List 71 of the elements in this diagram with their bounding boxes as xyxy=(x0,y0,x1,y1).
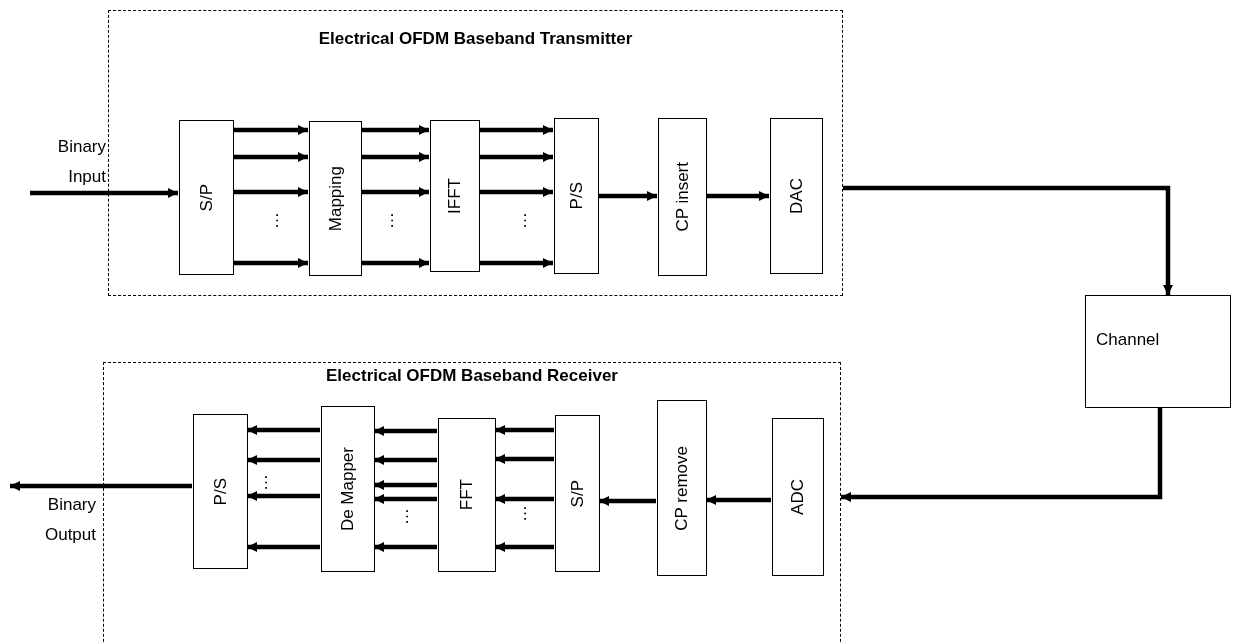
arrow xyxy=(361,258,429,268)
arrow xyxy=(374,494,437,504)
block-label: FFT xyxy=(457,479,477,511)
arrow xyxy=(30,188,178,198)
process-block xyxy=(555,415,600,572)
arrow xyxy=(479,152,553,162)
arrow xyxy=(706,495,771,505)
arrow xyxy=(599,496,656,506)
process-block xyxy=(438,418,496,572)
arrow xyxy=(495,454,554,464)
arrow xyxy=(706,191,769,201)
process-block xyxy=(321,406,375,572)
group-title: Electrical OFDM Baseband Receiver xyxy=(325,366,619,386)
process-block xyxy=(179,120,234,275)
block-label: De Mapper xyxy=(338,446,358,532)
channel-box xyxy=(1085,295,1231,408)
block-label: ADC xyxy=(788,479,808,515)
block-label: S/P xyxy=(567,479,588,508)
edge-label: Binary Output xyxy=(43,494,96,546)
process-block xyxy=(554,118,599,274)
block-label: P/S xyxy=(566,182,587,210)
block-label: Channel xyxy=(1096,330,1160,350)
arrow xyxy=(495,425,554,435)
arrow xyxy=(495,494,554,504)
ellipsis-dots: … xyxy=(263,212,283,229)
arrow xyxy=(233,152,308,162)
arrow xyxy=(233,258,308,268)
ellipsis-dots: … xyxy=(252,474,272,491)
arrow xyxy=(247,542,320,552)
block-label: Mapping xyxy=(325,165,346,232)
block-label: S/P xyxy=(196,183,217,212)
ellipsis-dots: … xyxy=(511,505,531,522)
arrow xyxy=(479,125,553,135)
process-block xyxy=(658,118,707,276)
process-block xyxy=(309,121,362,276)
dashed-group-box xyxy=(108,10,843,296)
process-block xyxy=(430,120,480,272)
process-block xyxy=(193,414,248,569)
ellipsis-dots: … xyxy=(378,212,398,229)
arrow xyxy=(374,542,437,552)
arrow xyxy=(233,187,308,197)
arrow xyxy=(247,425,320,435)
block-label: IFFT xyxy=(445,178,465,214)
block-label: CP insert xyxy=(672,162,693,232)
arrow xyxy=(233,125,308,135)
arrow xyxy=(10,481,192,491)
process-block xyxy=(770,118,823,274)
block-label: DAC xyxy=(786,178,807,214)
arrow xyxy=(841,408,1163,502)
process-block xyxy=(772,418,824,576)
dashed-group-box xyxy=(103,362,841,644)
arrow xyxy=(479,258,553,268)
arrow xyxy=(374,455,437,465)
ellipsis-dots: … xyxy=(393,508,413,525)
arrow xyxy=(374,426,437,436)
group-title: Electrical OFDM Baseband Transmitter xyxy=(317,29,634,49)
arrow xyxy=(495,542,554,552)
arrow xyxy=(361,187,429,197)
process-block xyxy=(657,400,707,576)
ellipsis-dots: … xyxy=(511,212,531,229)
arrow xyxy=(374,480,437,490)
edge-label: Binary Input xyxy=(56,136,106,188)
block-label: P/S xyxy=(210,477,231,506)
arrow xyxy=(247,491,320,501)
arrow xyxy=(598,191,657,201)
arrow xyxy=(361,152,429,162)
arrow xyxy=(479,187,553,197)
arrow xyxy=(247,455,320,465)
block-label: CP remove xyxy=(672,445,692,531)
arrow xyxy=(843,185,1173,295)
arrow xyxy=(361,125,429,135)
